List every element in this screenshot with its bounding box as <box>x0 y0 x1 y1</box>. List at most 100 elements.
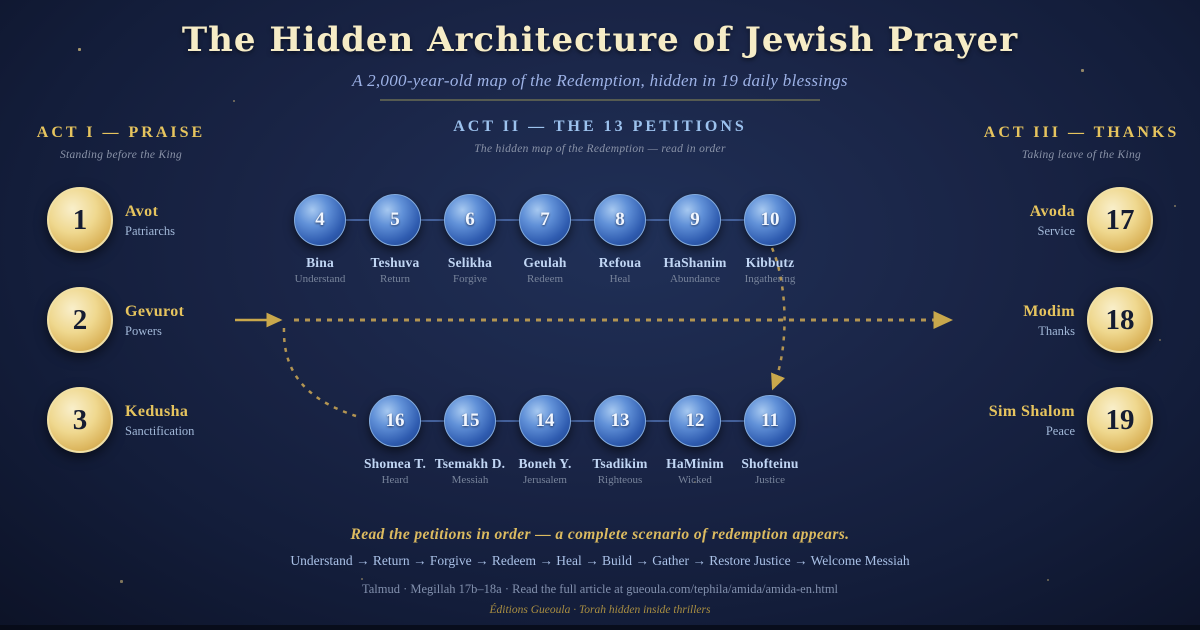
footer-publisher: Éditions Gueoula · Torah hidden inside t… <box>489 604 711 616</box>
act2-subtitle: The hidden map of the Redemption — read … <box>474 143 726 155</box>
petition-name: Teshuva <box>370 255 420 270</box>
petition-name: Bina <box>306 255 334 270</box>
petition-number: 7 <box>540 209 550 230</box>
petition-name: Tsadikim <box>592 456 648 471</box>
petition-number: 6 <box>465 209 475 230</box>
petition-meaning: Forgive <box>452 273 488 285</box>
petition-circle: 16 <box>369 395 421 447</box>
act3-title: ACT III — THANKS <box>983 124 1180 141</box>
petition-circle: 5 <box>369 194 421 246</box>
petition-meaning: Righteous <box>597 474 643 486</box>
blessing-name: Avot <box>125 203 159 220</box>
blessing-name: Gevurot <box>125 303 185 320</box>
petition-meaning: Justice <box>755 474 785 486</box>
petition-meaning: Wicked <box>678 474 712 486</box>
petition-12: 12 HaMinim Wicked <box>647 395 743 486</box>
page-title: The Hidden Architecture of Jewish Prayer <box>181 20 1019 60</box>
petition-number: 16 <box>385 410 405 431</box>
blessing-meaning: Powers <box>125 324 162 338</box>
star-dot <box>361 578 363 580</box>
petition-8: 8 Refoua Heal <box>572 194 668 285</box>
petition-number: 15 <box>460 410 480 431</box>
blessing-name: Sim Shalom <box>988 403 1075 420</box>
petition-name: Selikha <box>447 255 493 270</box>
bottom-edge-strip <box>0 625 1200 630</box>
blessing-circle-18: 18 <box>1087 287 1153 353</box>
act1-header: ACT I — PRAISE Standing before the King <box>0 124 242 161</box>
act2-header: ACT II — THE 13 PETITIONS The hidden map… <box>400 118 800 155</box>
petition-circle: 15 <box>444 395 496 447</box>
blessing-meaning: Service <box>1037 224 1075 238</box>
blessing-label-kedusha: Kedusha Sanctification <box>125 403 305 439</box>
petition-15: 15 Tsemakh D. Messiah <box>422 395 518 486</box>
blessing-label-avot: Avot Patriarchs <box>125 203 305 239</box>
petition-meaning: Heard <box>381 474 409 486</box>
petition-circle: 12 <box>669 395 721 447</box>
blessing-label-modim: Modim Thanks <box>895 303 1075 339</box>
petition-meaning: Return <box>380 273 410 285</box>
petition-circle: 13 <box>594 395 646 447</box>
petition-10: 10 Kibbutz Ingathering <box>722 194 818 285</box>
petition-meaning: Messiah <box>451 474 489 486</box>
footer-source: Talmud · Megillah 17b–18a · Read the ful… <box>361 582 839 596</box>
petition-number: 13 <box>610 410 630 431</box>
petition-meaning: Redeem <box>526 273 564 285</box>
petition-number: 5 <box>390 209 400 230</box>
star-dot <box>1047 579 1049 581</box>
act2-title: ACT II — THE 13 PETITIONS <box>453 118 747 135</box>
blessing-name: Modim <box>1023 303 1075 320</box>
petition-9: 9 HaShanim Abundance <box>647 194 743 285</box>
blessing-label-avoda: Avoda Service <box>895 203 1075 239</box>
petition-meaning: Understand <box>294 273 346 285</box>
petition-4: 4 Bina Understand <box>272 194 368 285</box>
petition-number: 11 <box>761 410 779 431</box>
petition-7: 7 Geulah Redeem <box>497 194 593 285</box>
petition-circle: 10 <box>744 194 796 246</box>
blessing-number: 17 <box>1105 203 1135 236</box>
footer-chain: Understand → Return → Forgive → Redeem →… <box>290 553 910 568</box>
petition-circle: 4 <box>294 194 346 246</box>
act1-title: ACT I — PRAISE <box>36 124 206 141</box>
petition-number: 12 <box>685 410 705 431</box>
petition-circle: 7 <box>519 194 571 246</box>
petition-5: 5 Teshuva Return <box>347 194 443 285</box>
petition-meaning: Ingathering <box>744 273 796 285</box>
petition-name: Kibbutz <box>745 255 795 270</box>
star-dot <box>78 48 81 51</box>
act3-header: ACT III — THANKS Taking leave of the Kin… <box>963 124 1200 161</box>
blessing-circle-2: 2 <box>47 287 113 353</box>
blessing-number: 2 <box>72 303 88 336</box>
star-dot <box>233 100 235 102</box>
blessing-circle-19: 19 <box>1087 387 1153 453</box>
petition-name: Shomea T. <box>363 456 427 471</box>
blessing-label-gevurot: Gevurot Powers <box>125 303 305 339</box>
petition-6: 6 Selikha Forgive <box>422 194 518 285</box>
petition-number: 9 <box>690 209 700 230</box>
blessing-number: 19 <box>1105 403 1135 436</box>
header-divider <box>380 99 820 101</box>
petition-circle: 9 <box>669 194 721 246</box>
petition-14: 14 Boneh Y. Jerusalem <box>497 395 593 486</box>
petition-number: 4 <box>315 209 325 230</box>
petition-circle: 6 <box>444 194 496 246</box>
petition-circle: 11 <box>744 395 796 447</box>
blessing-meaning: Thanks <box>1038 324 1075 338</box>
act1-subtitle: Standing before the King <box>59 149 183 161</box>
blessing-circle-3: 3 <box>47 387 113 453</box>
blessing-label-sim-shalom: Sim Shalom Peace <box>895 403 1075 439</box>
petition-name: HaMinim <box>666 456 724 471</box>
blessing-number: 3 <box>72 403 88 436</box>
blessing-name: Avoda <box>1029 203 1075 220</box>
blessing-number: 18 <box>1105 303 1135 336</box>
petition-number: 10 <box>760 209 780 230</box>
blessing-circle-1: 1 <box>47 187 113 253</box>
petition-13: 13 Tsadikim Righteous <box>572 395 668 486</box>
petition-name: HaShanim <box>663 255 727 270</box>
petition-name: Shofteinu <box>741 456 799 471</box>
petition-meaning: Jerusalem <box>523 474 567 486</box>
petition-11: 11 Shofteinu Justice <box>722 395 818 486</box>
blessing-circle-17: 17 <box>1087 187 1153 253</box>
page-subtitle: A 2,000-year-old map of the Redemption, … <box>352 71 848 90</box>
petition-circle: 8 <box>594 194 646 246</box>
